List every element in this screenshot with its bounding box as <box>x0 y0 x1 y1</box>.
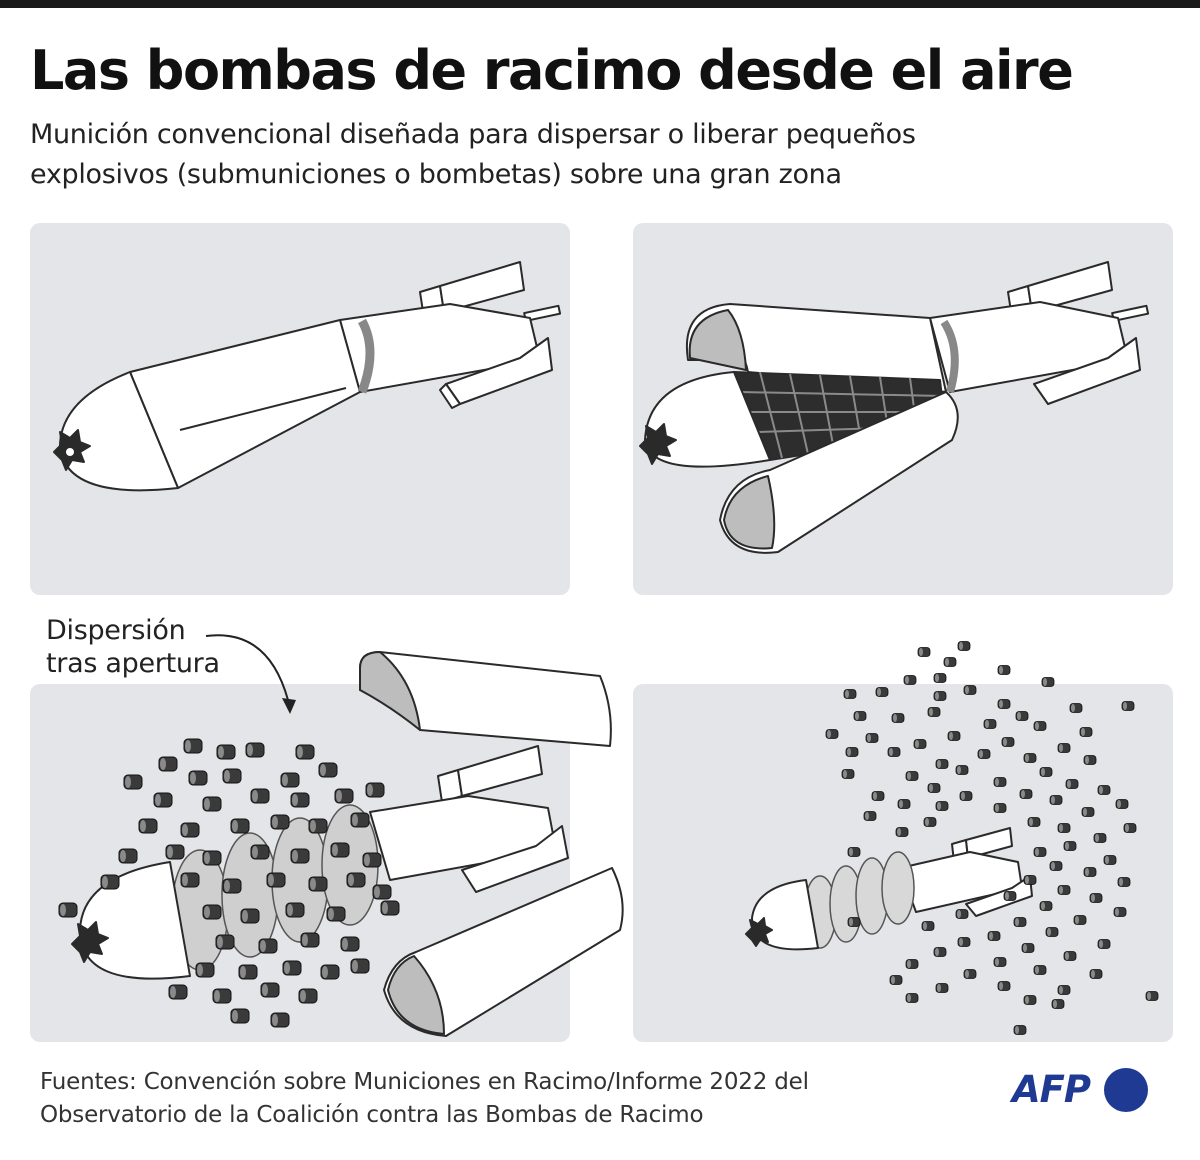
page-subtitle: Munición convencional diseñada para disp… <box>30 119 916 190</box>
sources-note: Fuentes: Convención sobre Municiones en … <box>40 1069 809 1128</box>
annotation-arrow <box>205 634 289 701</box>
afp-logo-text: AFP <box>1012 1068 1091 1111</box>
dispersion-annotation: Dispersión tras apertura <box>46 615 220 679</box>
bomb-scattered <box>745 827 1033 951</box>
bomb-intact <box>53 261 562 492</box>
page-title: Las bombas de racimo desde el aire <box>30 39 1074 102</box>
bomb-opening <box>639 261 1150 554</box>
afp-logo-dot-icon <box>1104 1068 1148 1112</box>
bomb-dispersing <box>71 651 624 1037</box>
top-rule <box>0 0 1200 8</box>
submunitions-dispersing <box>58 738 400 1028</box>
